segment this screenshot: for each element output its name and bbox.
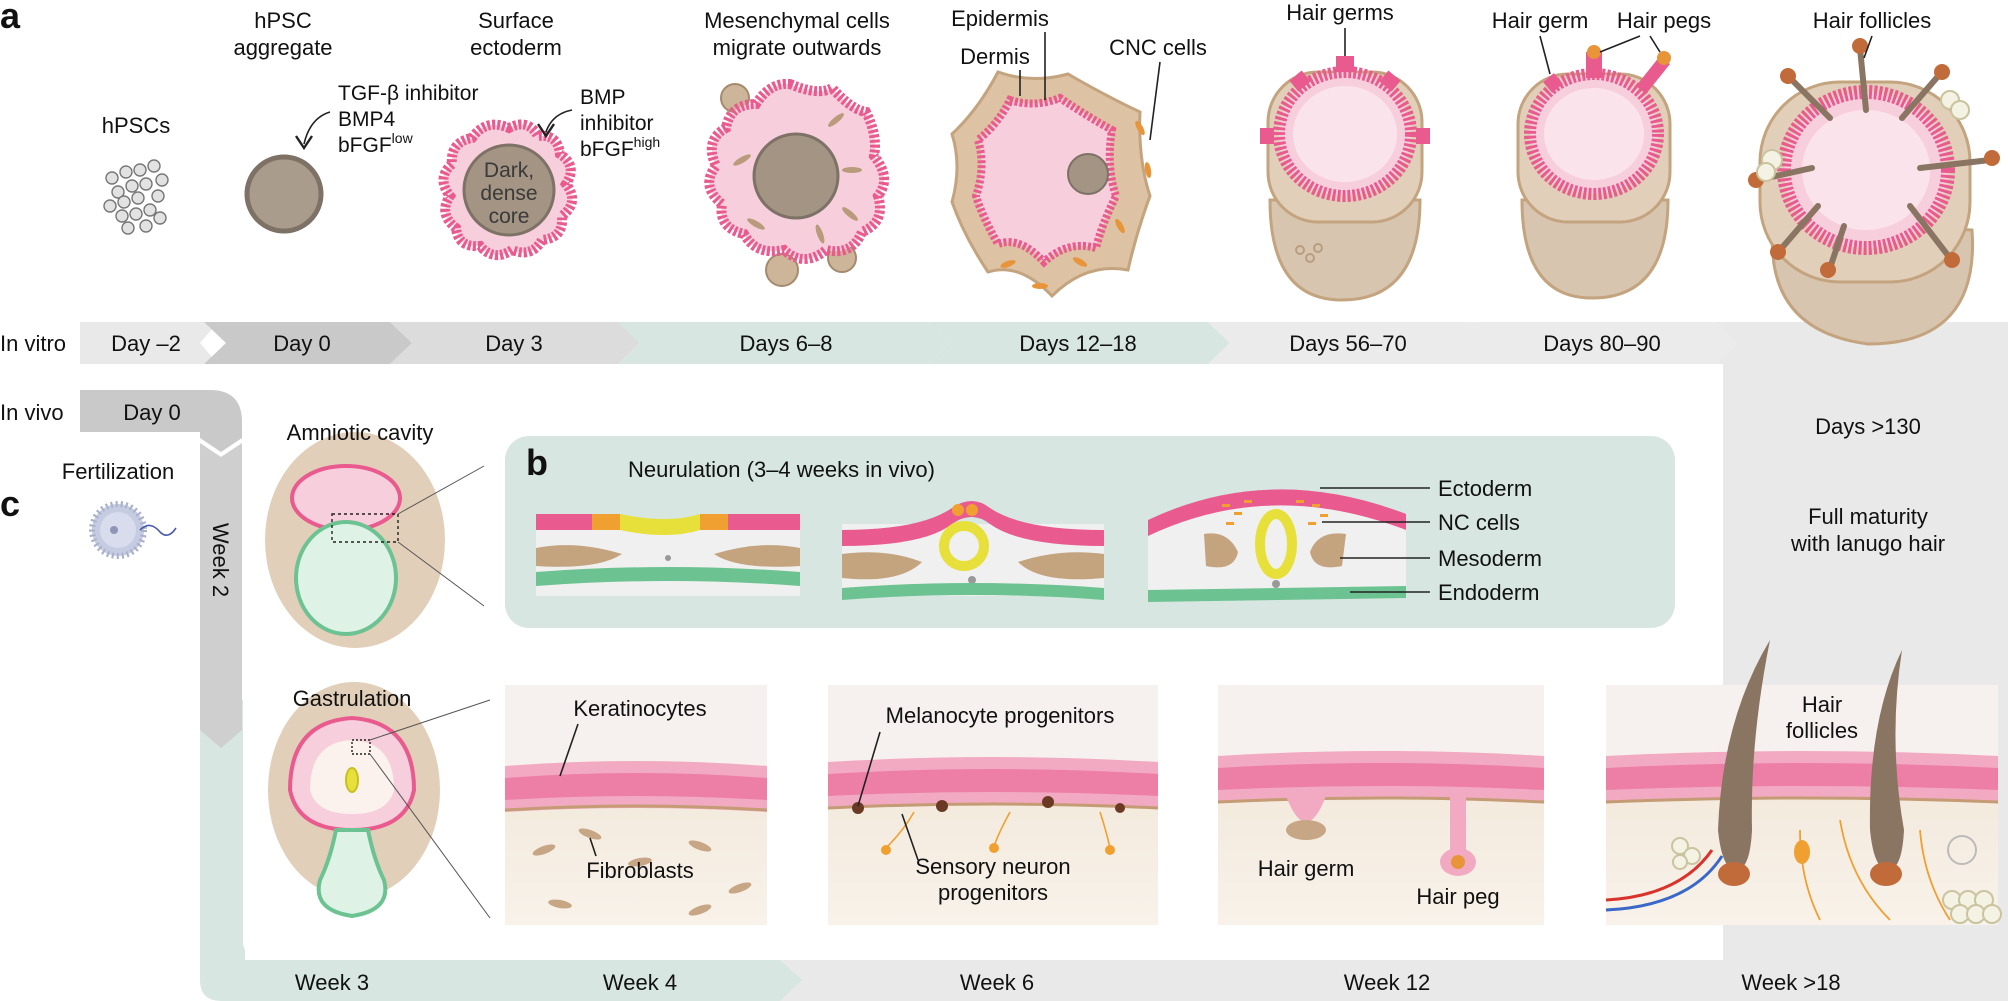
- timeline-days56-70: Days 56–70: [1289, 331, 1406, 356]
- week6-label: Week 6: [960, 970, 1034, 995]
- skin-tile-week6: [827, 685, 1159, 925]
- amniotic-embryo: [265, 432, 485, 648]
- ectoderm-label-1: Surface: [478, 8, 554, 33]
- maturity-line1: Full maturity: [1808, 504, 1928, 529]
- in-vitro-label: In vitro: [0, 331, 66, 356]
- neurulation-title: Neurulation (3–4 weeks in vivo): [628, 457, 935, 482]
- week2-arrow: [200, 443, 242, 748]
- cnc-cells-label: CNC cells: [1109, 35, 1207, 60]
- skin-tile-week12: [1217, 685, 1545, 925]
- fertilization-egg: [89, 501, 177, 559]
- endoderm-label: Endoderm: [1438, 580, 1540, 605]
- days130-label: Days >130: [1815, 414, 1921, 439]
- hair-peg-skin-label: Hair peg: [1416, 884, 1499, 909]
- skin-tile-week4: [504, 685, 768, 925]
- sensory-label-2: progenitors: [938, 880, 1048, 905]
- hair-follicles-organoid: [1748, 38, 2000, 346]
- mesenchymal-organoid: [704, 78, 889, 287]
- dermis-label: Dermis: [960, 44, 1030, 69]
- panel-a-letter: a: [0, 0, 21, 36]
- epidermis-label: Epidermis: [951, 6, 1049, 31]
- timeline-days12-18: Days 12–18: [1019, 331, 1136, 356]
- in-vitro-timeline: [80, 322, 2008, 364]
- panel-c-letter: c: [0, 483, 20, 524]
- hpscs-label: hPSCs: [102, 113, 170, 138]
- ectoderm-tissue-label: Ectoderm: [1438, 476, 1532, 501]
- treat-day0-sup: low: [392, 130, 414, 146]
- hair-follicles-skin-label-2: follicles: [1786, 718, 1858, 743]
- timeline-day-minus2: Day –2: [111, 331, 181, 356]
- fertilization-label: Fertilization: [62, 459, 174, 484]
- treat-day3-2: inhibitor: [580, 112, 654, 135]
- neurulation-stage3: [1148, 489, 1406, 602]
- sensory-label-1: Sensory neuron: [915, 854, 1070, 879]
- svg-text:bFGFhigh: bFGFhigh: [580, 134, 660, 161]
- timeline-day0: Day 0: [273, 331, 330, 356]
- maturity-line2: with lanugo hair: [1790, 531, 1945, 556]
- week4-label: Week 4: [603, 970, 677, 995]
- core-label-2: dense: [480, 182, 537, 205]
- amniotic-label: Amniotic cavity: [287, 420, 434, 445]
- arrow-day3: [545, 109, 573, 133]
- hair-pegs-label: Hair pegs: [1617, 8, 1711, 33]
- hair-pegs-organoid: [1516, 45, 1672, 300]
- in-vivo-day0-label: Day 0: [123, 400, 180, 425]
- week-timeline: [245, 960, 2008, 1001]
- dark-dense-core: [462, 143, 556, 237]
- treat-day3-sup: high: [634, 134, 660, 150]
- treat-day3-1: BMP: [580, 86, 626, 109]
- neurulation-stage2: [842, 501, 1104, 600]
- week3-label: Week 3: [295, 970, 369, 995]
- aggregate-label-1: hPSC: [254, 8, 312, 33]
- day12-organoid: [950, 70, 1152, 299]
- nc-cells-label: NC cells: [1438, 510, 1520, 535]
- hair-germs-organoid: [1260, 56, 1430, 302]
- mesenchymal-label-1: Mesenchymal cells: [704, 8, 890, 33]
- treat-day0-2: BMP4: [338, 108, 396, 131]
- core-label-3: core: [489, 205, 530, 228]
- core-label-1: Dark,: [484, 159, 534, 182]
- fibroblasts-label: Fibroblasts: [586, 858, 694, 883]
- hpsc-cells: [103, 159, 169, 235]
- mesoderm-label: Mesoderm: [1438, 546, 1542, 571]
- aggregate-label-2: aggregate: [233, 35, 332, 60]
- hair-germs-label: Hair germs: [1286, 0, 1394, 25]
- hair-germ-skin-label: Hair germ: [1258, 856, 1355, 881]
- panel-b-letter: b: [526, 442, 548, 483]
- hair-follicles-skin-label-1: Hair: [1802, 692, 1842, 717]
- melanocyte-label: Melanocyte progenitors: [886, 703, 1115, 728]
- timeline-days80-90: Days 80–90: [1543, 331, 1660, 356]
- neurulation-stage1: [536, 514, 800, 596]
- keratinocytes-label: Keratinocytes: [573, 696, 706, 721]
- gastrulation-label: Gastrulation: [293, 686, 412, 711]
- week2-label: Week 2: [208, 523, 233, 597]
- treat-day3-3: bFGF: [580, 138, 634, 161]
- svg-text:bFGFlow: bFGFlow: [338, 130, 414, 157]
- gastrulation-embryo: [268, 682, 491, 919]
- arrow-day0: [303, 111, 331, 145]
- ectoderm-label-2: ectoderm: [470, 35, 562, 60]
- hair-germ-label: Hair germ: [1492, 8, 1589, 33]
- mesenchymal-label-2: migrate outwards: [713, 35, 882, 60]
- treat-day0-3: bFGF: [338, 134, 392, 157]
- in-vivo-label: In vivo: [0, 400, 64, 425]
- skin-tile-week18: [1605, 640, 2002, 925]
- hair-follicles-label: Hair follicles: [1813, 8, 1932, 33]
- week12-label: Week 12: [1344, 970, 1430, 995]
- timeline-days6-8: Days 6–8: [740, 331, 833, 356]
- treat-day0-1: TGF-β inhibitor: [338, 82, 478, 105]
- hpsc-aggregate: [244, 154, 324, 234]
- in-vivo-day0-arrow: [80, 390, 242, 452]
- timeline-day3: Day 3: [485, 331, 542, 356]
- week18-label: Week >18: [1741, 970, 1840, 995]
